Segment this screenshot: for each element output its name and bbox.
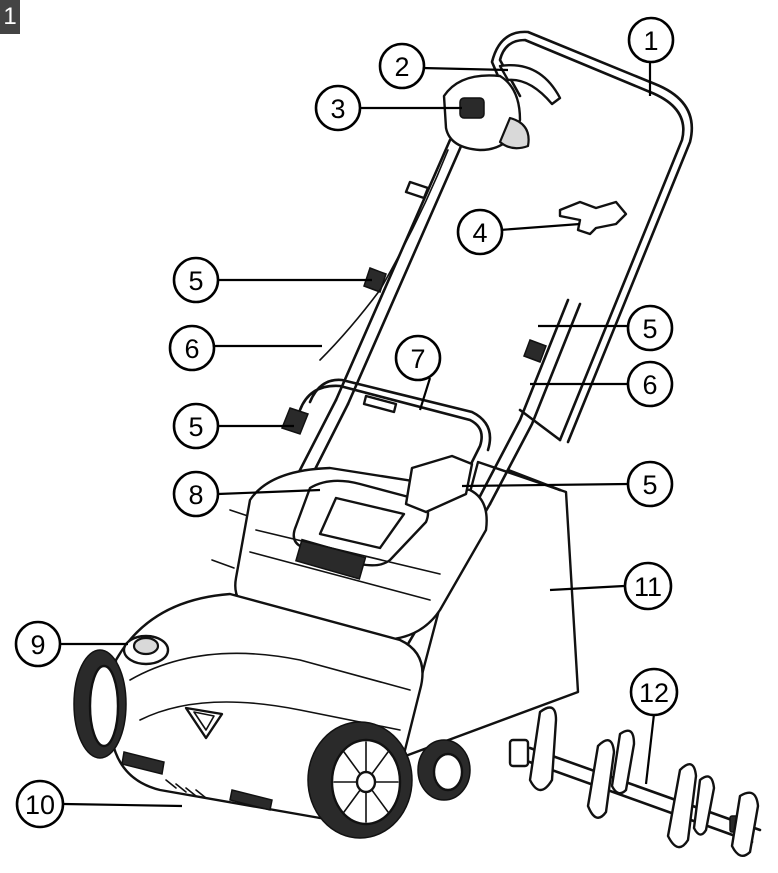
callout-11: 11 xyxy=(623,561,673,611)
callout-10-label: 10 xyxy=(25,790,55,820)
callout-8-label: 8 xyxy=(188,480,203,510)
callout-4-label: 4 xyxy=(472,218,487,248)
switch-box xyxy=(442,64,562,152)
callout-5-label: 5 xyxy=(642,314,657,344)
callout-5-label: 5 xyxy=(188,266,203,296)
callout-12: 12 xyxy=(629,667,679,717)
callout-2: 2 xyxy=(378,42,426,90)
callout-5-lower-right: 5 xyxy=(626,460,674,508)
callout-2-label: 2 xyxy=(394,52,409,82)
grass-collection-bag xyxy=(398,460,580,760)
leader-lines xyxy=(60,60,656,808)
lower-handle-bar xyxy=(298,378,492,468)
rear-left-wheel xyxy=(307,721,413,839)
motor-cover xyxy=(234,454,488,642)
callout-7-label: 7 xyxy=(410,344,425,374)
callout-8: 8 xyxy=(172,470,220,518)
callout-1: 1 xyxy=(627,16,675,64)
cable-strain-relief xyxy=(558,200,628,236)
callout-5-upper-right: 5 xyxy=(626,304,674,352)
callout-5-label: 5 xyxy=(642,470,657,500)
callout-3: 3 xyxy=(314,84,362,132)
figure-number-badge: 1 xyxy=(0,0,20,34)
callout-10: 10 xyxy=(15,779,65,829)
rear-right-wheel xyxy=(417,739,471,801)
callout-11-label: 11 xyxy=(634,572,662,602)
callout-6-left: 6 xyxy=(168,324,216,372)
callout-6-right: 6 xyxy=(626,360,674,408)
callout-5-label: 5 xyxy=(188,412,203,442)
callout-4: 4 xyxy=(456,208,504,256)
callout-6-label: 6 xyxy=(184,334,199,364)
callout-6-label: 6 xyxy=(642,370,657,400)
callout-9: 9 xyxy=(14,620,62,668)
scarifier-roller xyxy=(508,706,762,858)
callout-12-label: 12 xyxy=(639,678,669,708)
callout-3-label: 3 xyxy=(330,94,345,124)
callout-9-label: 9 xyxy=(30,630,45,660)
callout-1-label: 1 xyxy=(643,26,658,56)
callout-5-upper-left: 5 xyxy=(172,256,220,304)
working-depth-knob xyxy=(122,634,170,666)
callout-7: 7 xyxy=(394,334,442,382)
front-left-wheel xyxy=(73,649,127,759)
callout-5-lower-left: 5 xyxy=(172,402,220,450)
